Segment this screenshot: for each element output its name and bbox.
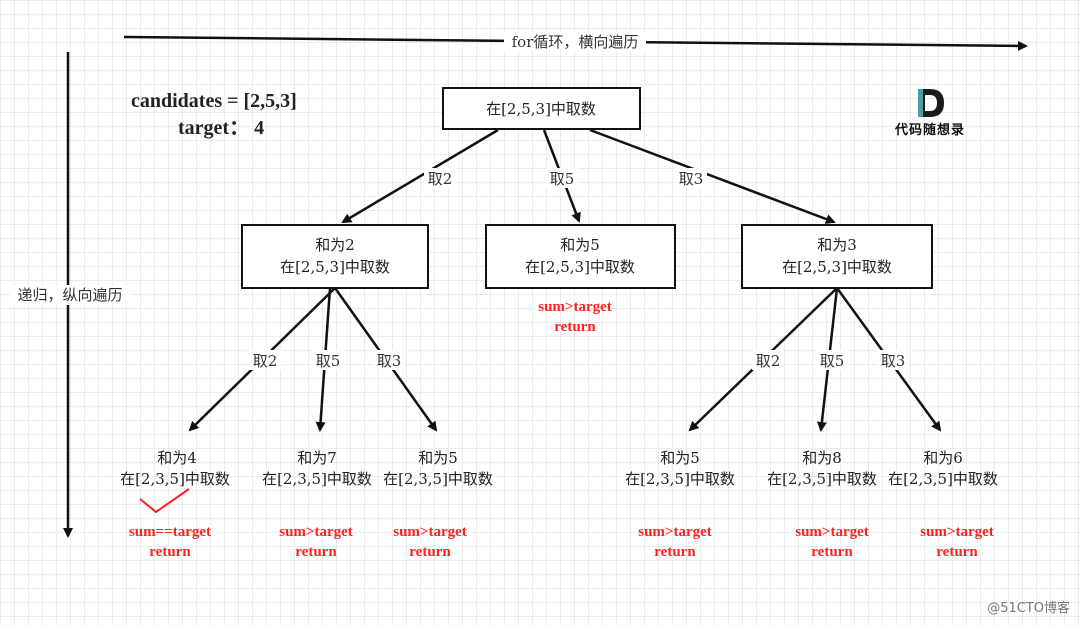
brand-name: 代码随想录: [894, 122, 965, 138]
node-sum2: 和为2 在[2,5,3]中取数: [241, 224, 429, 289]
leaf-sum7-status: sum>target: [279, 524, 353, 540]
leaf-sum6-return: return: [936, 544, 978, 560]
node-sum3-line2: 在[2,5,3]中取数: [782, 258, 892, 276]
leaf-sum8-status: sum>target: [795, 524, 869, 540]
root-node: 在[2,5,3]中取数: [442, 87, 641, 130]
checkmark-icon: [139, 488, 190, 514]
leaf-sum7: 和为7 在[2,3,5]中取数 sum>target return: [262, 449, 372, 560]
horizontal-axis-label: for循环，横向遍历: [512, 33, 639, 51]
brand-logo: 代码随想录: [894, 89, 965, 138]
node-sum5-line2: 在[2,5,3]中取数: [525, 258, 635, 276]
node-sum5-return: return: [554, 319, 596, 335]
edge-label-l2-a: 取2: [253, 352, 278, 370]
edge-label-l2-c: 取3: [377, 352, 402, 370]
leaf-sum8-line2: 在[2,3,5]中取数: [767, 470, 877, 488]
edge-label-l2-b: 取5: [316, 352, 341, 370]
node-sum2-line1: 和为2: [315, 236, 355, 254]
leaf-sum4-status: sum==target: [129, 524, 211, 540]
edge-label-r2-a: 取2: [756, 352, 781, 370]
edge-label-r2-c: 取3: [881, 352, 906, 370]
edge-label-root-take5: 取5: [550, 170, 575, 188]
leaf-sum8-return: return: [811, 544, 853, 560]
leaf-sum5-left: 和为5 在[2,3,5]中取数 sum>target return: [383, 449, 493, 560]
node-sum3: 和为3 在[2,5,3]中取数: [741, 224, 933, 289]
leaf-sum4: 和为4 在[2,3,5]中取数 sum==target return: [120, 449, 230, 560]
leaf-sum7-line2: 在[2,3,5]中取数: [262, 470, 372, 488]
leaf-sum5-left-line1: 和为5: [418, 449, 458, 467]
leaf-sum5-left-return: return: [409, 544, 451, 560]
node-sum5-line1: 和为5: [560, 236, 600, 254]
leaf-sum5-right-line1: 和为5: [660, 449, 700, 467]
leaf-sum4-return: return: [149, 544, 191, 560]
leaf-sum4-line1: 和为4: [157, 449, 197, 467]
watermark: @51CTO博客: [987, 600, 1070, 616]
leaf-sum8: 和为8 在[2,3,5]中取数 sum>target return: [767, 449, 877, 560]
leaf-sum6-line2: 在[2,3,5]中取数: [888, 470, 998, 488]
edge-label-r2-b: 取5: [820, 352, 845, 370]
node-sum2-line2: 在[2,5,3]中取数: [280, 258, 390, 276]
brand-d-icon: [919, 89, 944, 117]
leaf-sum5-right-line2: 在[2,3,5]中取数: [625, 470, 735, 488]
node-sum5: 和为5 在[2,5,3]中取数: [485, 224, 676, 289]
node-sum5-status: sum>target: [538, 299, 612, 315]
leaf-sum5-left-line2: 在[2,3,5]中取数: [383, 470, 493, 488]
node-sum3-line1: 和为3: [817, 236, 857, 254]
candidates-label: candidates = [2,5,3]: [131, 90, 297, 112]
edge-root-take2: [341, 128, 499, 224]
leaf-sum5-right-status: sum>target: [638, 524, 712, 540]
leaf-sum7-line1: 和为7: [297, 449, 337, 467]
edge-label-root-take3: 取3: [679, 170, 704, 188]
target-label: target： 4: [178, 117, 264, 139]
leaf-sum5-right: 和为5 在[2,3,5]中取数 sum>target return: [625, 449, 735, 560]
leaf-sum5-right-return: return: [654, 544, 696, 560]
leaf-sum6: 和为6 在[2,3,5]中取数 sum>target return: [888, 449, 998, 560]
leaf-sum5-left-status: sum>target: [393, 524, 467, 540]
leaf-sum6-line1: 和为6: [923, 449, 963, 467]
leaf-sum6-status: sum>target: [920, 524, 994, 540]
leaf-sum7-return: return: [295, 544, 337, 560]
edge-root-take3: [589, 128, 836, 224]
edge-label-root-take2: 取2: [428, 170, 453, 188]
leaf-sum8-line1: 和为8: [802, 449, 842, 467]
vertical-axis-label: 递归，纵向遍历: [17, 286, 122, 304]
root-node-label: 在[2,5,3]中取数: [486, 100, 596, 118]
leaf-sum4-line2: 在[2,3,5]中取数: [120, 470, 230, 488]
